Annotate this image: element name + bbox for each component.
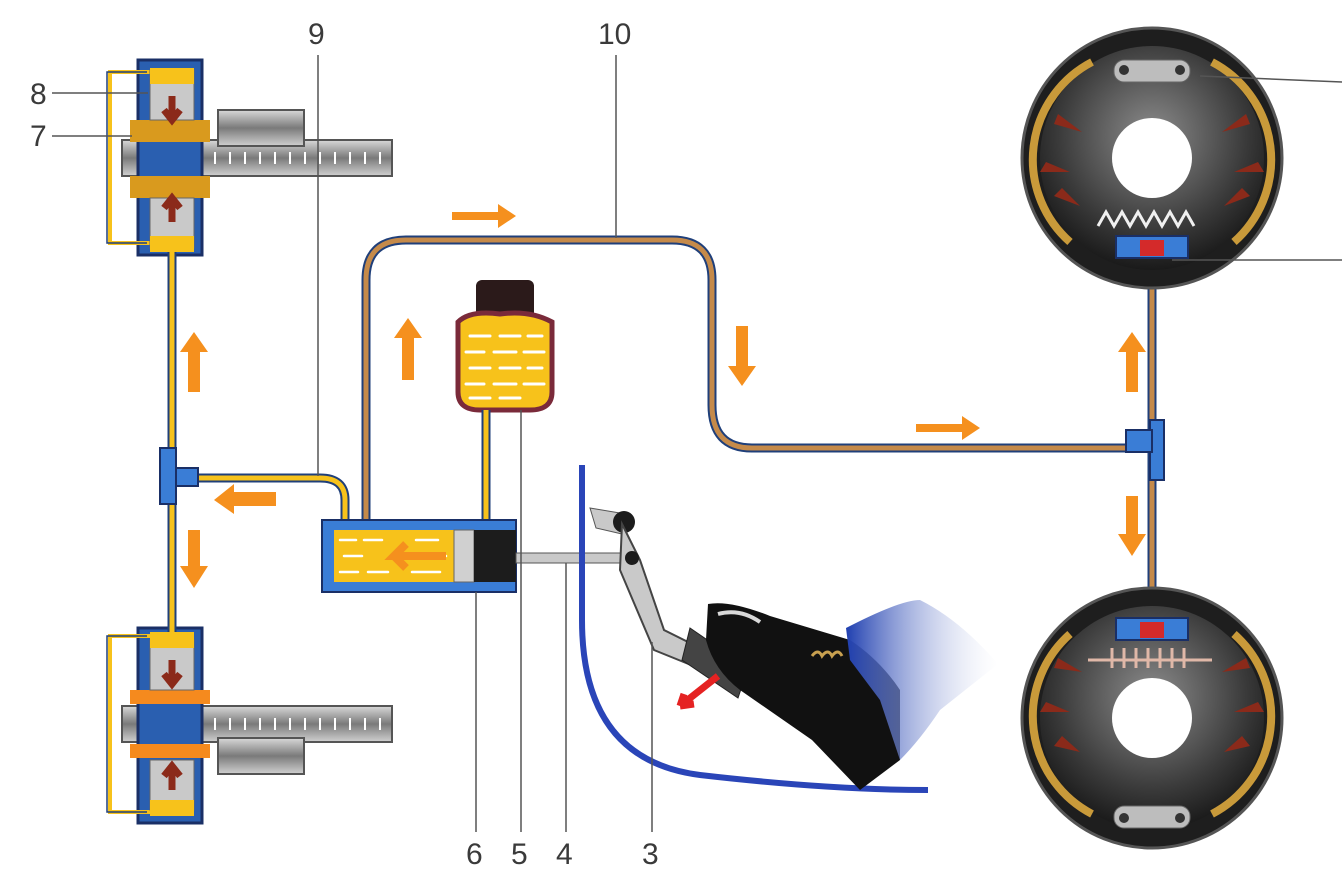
- flow-arrow-down-icon: [728, 326, 756, 386]
- shoe-force-arrows-top: [1040, 114, 1264, 206]
- hub-hole-top: [1112, 118, 1192, 198]
- rear-drum-brake-top: [1020, 26, 1284, 290]
- anchor-plate-top: [1113, 59, 1191, 83]
- trouser-leg: [846, 600, 998, 760]
- fluid-ripples: [464, 334, 546, 400]
- front-tee-fitting: [159, 447, 177, 505]
- pushrod: [515, 552, 633, 564]
- front-brake-top: [106, 58, 393, 257]
- shoe-lining-right-bottom: [1210, 631, 1276, 818]
- shoe-lining-left-bottom: [1028, 631, 1094, 818]
- front-brake-line: [167, 252, 350, 632]
- pedal-pivot: [613, 511, 635, 533]
- pressure-arrow-down-icon: [161, 660, 183, 690]
- shoe-lining-right-top: [1210, 58, 1276, 245]
- pedal-press-arrow-icon: [676, 673, 721, 710]
- pressure-arrow-up-icon: [161, 192, 183, 222]
- flow-arrow-down-icon: [180, 530, 208, 588]
- flow-arrow-up-icon: [394, 318, 422, 380]
- reservoir-body: [455, 310, 555, 413]
- shoe-laces: [810, 650, 844, 659]
- pushrod-pin: [625, 551, 639, 565]
- return-spring-top: [1096, 208, 1196, 230]
- callout-7: 7: [30, 120, 47, 153]
- flow-arrow-up-icon: [1118, 332, 1146, 392]
- pad-inner-bottom: [130, 744, 210, 758]
- callout-9: 9: [308, 18, 325, 51]
- callout-3: 3: [642, 838, 659, 871]
- pad-inner-top: [130, 176, 210, 198]
- wheel-hub-bottom: [217, 737, 305, 775]
- fluid-chamber-top-a: [150, 68, 194, 84]
- flow-arrow-right-icon: [916, 416, 980, 440]
- piston-direction-arrow-icon: [384, 541, 446, 571]
- callout-4: 4: [556, 838, 573, 871]
- callout-8: 8: [30, 78, 47, 111]
- wheel-hub-top: [217, 109, 305, 147]
- rear-drum-brake-bottom: [1020, 586, 1284, 850]
- master-cylinder: [321, 519, 517, 593]
- flow-arrow-down-icon: [1118, 496, 1146, 556]
- master-cylinder-seal: [474, 530, 516, 582]
- pad-outer-top: [130, 120, 210, 142]
- shoe-force-arrows-bottom: [1040, 658, 1264, 752]
- flow-arrows: [180, 204, 1146, 588]
- pad-outer-bottom: [130, 690, 210, 704]
- fluid-chamber-bottom-a: [150, 632, 194, 648]
- fluid-chamber-bottom-b: [150, 800, 194, 816]
- shoe-lining-left-top: [1028, 58, 1094, 245]
- callout-10: 10: [598, 18, 632, 51]
- master-cylinder-piston: [453, 529, 475, 583]
- anchor-plate-bottom: [1113, 805, 1191, 829]
- fluid-reservoir: [455, 280, 555, 528]
- return-spring-bottom: [1088, 648, 1212, 668]
- reservoir-cap: [476, 280, 534, 318]
- callout-5: 5: [511, 838, 528, 871]
- fluid-chamber-top-b: [150, 236, 194, 252]
- pressure-arrow-down-icon: [161, 96, 183, 126]
- callout-6: 6: [466, 838, 483, 871]
- flow-arrow-right-icon: [452, 204, 516, 228]
- hub-hole-bottom: [1112, 678, 1192, 758]
- flow-arrow-up-icon: [180, 332, 208, 392]
- driver-foot: [706, 600, 998, 790]
- flow-arrow-left-icon: [214, 484, 276, 514]
- pressure-arrow-up-icon: [161, 760, 183, 790]
- front-brake-bottom: [106, 626, 393, 825]
- leader-lines: [52, 55, 1342, 832]
